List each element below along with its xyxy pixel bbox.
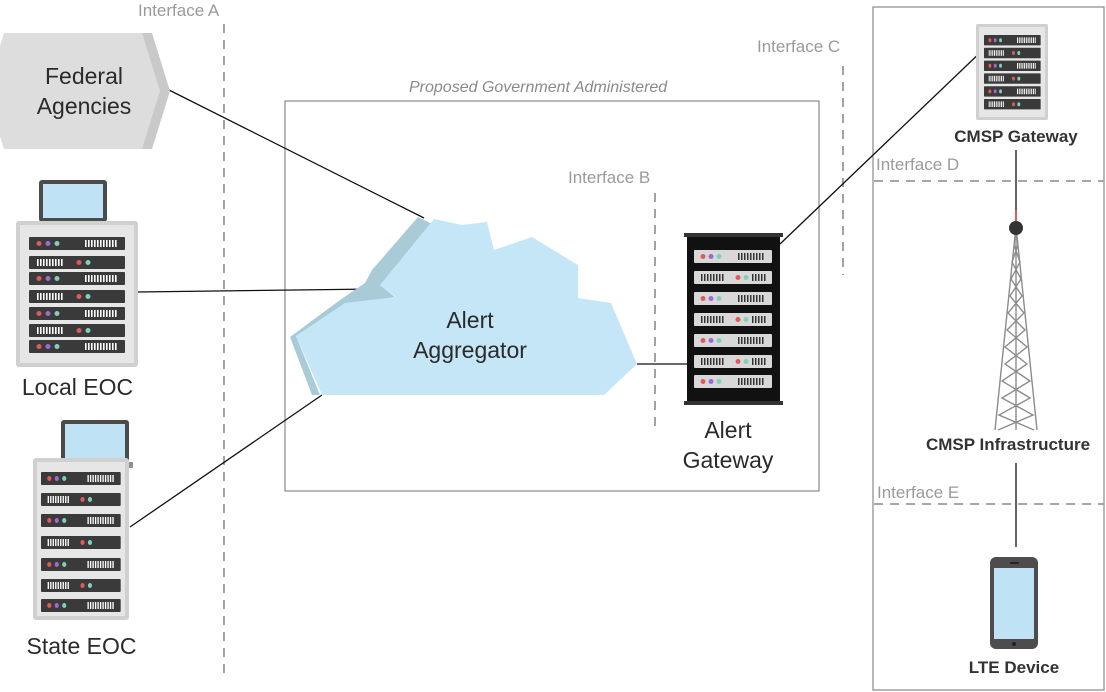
local-eoc-server-icon xyxy=(16,180,138,367)
government-region-label: Proposed Government Administered xyxy=(409,79,668,96)
interface-c-label: Interface C xyxy=(757,37,841,56)
cmsp-infrastructure-label: CMSP Infrastructure xyxy=(925,435,1091,454)
alert-aggregator-label: Alert Aggregator xyxy=(395,305,545,365)
alert-gateway-label-line2: Gateway xyxy=(682,447,774,473)
government-region-box xyxy=(284,100,820,492)
alert-aggregator-cloud xyxy=(290,217,637,395)
cmsp-region-box xyxy=(872,6,1105,691)
alert-aggregator-label-line1: Alert xyxy=(446,307,494,333)
lte-device-phone-icon xyxy=(990,557,1038,649)
alert-gateway-label: Alert Gateway xyxy=(658,415,798,475)
local-eoc-label: Local EOC xyxy=(21,374,134,400)
alert-gateway-server-icon xyxy=(684,233,783,405)
interface-d-label: Interface D xyxy=(876,155,960,174)
alert-aggregator-label-line2: Aggregator xyxy=(413,337,527,363)
interface-b-label: Interface B xyxy=(568,168,651,187)
federal-agencies-label: Federal Agencies xyxy=(14,61,154,121)
federal-agencies-label-line1: Federal xyxy=(45,63,123,89)
state-eoc-server-icon xyxy=(33,420,133,620)
cmsp-gateway-label: CMSP Gateway xyxy=(954,127,1078,146)
connector-state-aggregator xyxy=(129,394,323,528)
state-eoc-label: State EOC xyxy=(26,633,137,659)
interface-a-label: Interface A xyxy=(138,1,220,20)
alert-gateway-label-line1: Alert xyxy=(704,417,752,443)
connector-federal-aggregator xyxy=(166,88,425,219)
federal-agencies-hexagon xyxy=(0,33,170,149)
cmsp-gateway-server-icon xyxy=(976,24,1048,120)
cell-tower-icon xyxy=(994,210,1038,431)
federal-agencies-label-line2: Agencies xyxy=(36,93,132,119)
connector-local-aggregator xyxy=(136,288,377,293)
connector-gateway-cmsp xyxy=(779,46,987,245)
interface-e-label: Interface E xyxy=(877,483,960,502)
lte-device-label: LTE Device xyxy=(968,658,1060,677)
